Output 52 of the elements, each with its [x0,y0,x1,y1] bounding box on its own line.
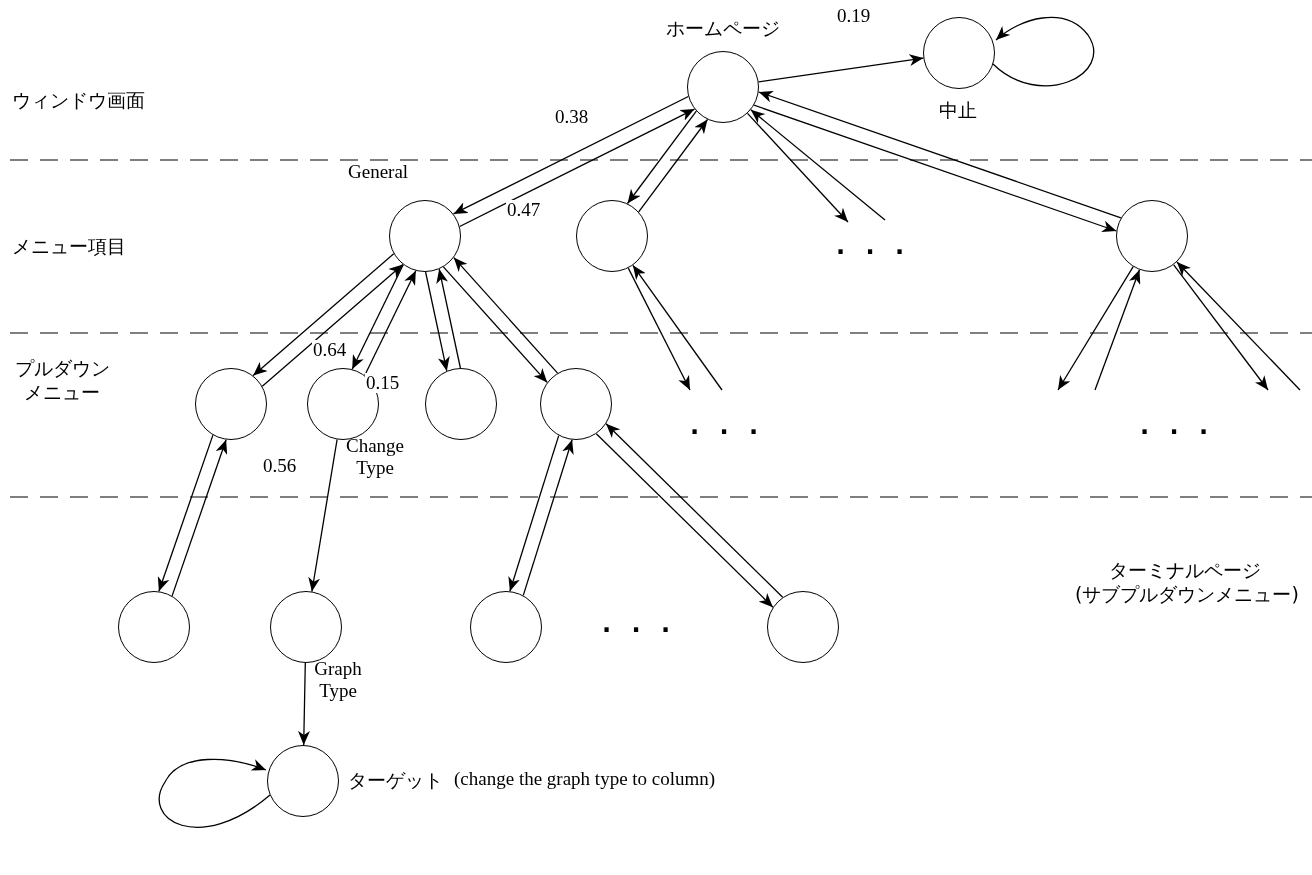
ellipsis: · · · [690,418,765,446]
state-circle [576,200,648,272]
arrow [171,439,228,597]
arrow [508,434,560,592]
arrow [627,267,691,391]
arrow [753,104,1117,233]
arrow [1176,261,1301,391]
arrow [261,263,404,387]
level-label: プルダウンメニュー [13,356,111,404]
state-label: Graph Type [313,658,363,702]
arrow [595,433,774,608]
state-circle [1116,200,1188,272]
state-circle [540,368,612,440]
arrow [522,439,574,597]
arrow [351,264,404,370]
arrow [436,268,462,369]
arrow [158,758,271,828]
state-circle [195,368,267,440]
ellipsis: · · · [602,616,677,644]
arrow [638,118,709,213]
state-label: 中止 [939,98,977,123]
arrow [459,108,696,228]
arrow [453,256,559,374]
arrow [1173,264,1269,391]
arrow [1057,266,1134,391]
state-label: (change the graph type to column) [454,768,716,790]
arrow [758,90,1122,219]
arrow [442,266,548,384]
arrow [452,95,689,215]
level-label: ウィンドウ画面 [12,88,145,112]
arrow [364,270,417,376]
arrow [157,434,214,592]
state-label: General [348,161,409,183]
ellipsis: · · · [836,238,911,266]
arrow [626,110,697,205]
arrow [252,253,395,377]
level-label: メニュー項目 [12,234,126,258]
state-label: ホームページ [666,16,780,41]
ellipsis: · · · [1140,418,1215,446]
arrow [424,271,450,372]
state-label: ターゲット [348,768,443,793]
arrow [746,112,849,223]
state-label: Change Type [344,435,405,479]
arrow [297,662,310,746]
arrow [1094,269,1141,391]
arrow [757,54,925,83]
arrow [308,438,338,593]
edge-label: 0.15 [365,373,401,393]
arrow [605,423,784,598]
arrow [750,109,886,221]
arrow [992,16,1095,87]
arrow [632,264,723,391]
